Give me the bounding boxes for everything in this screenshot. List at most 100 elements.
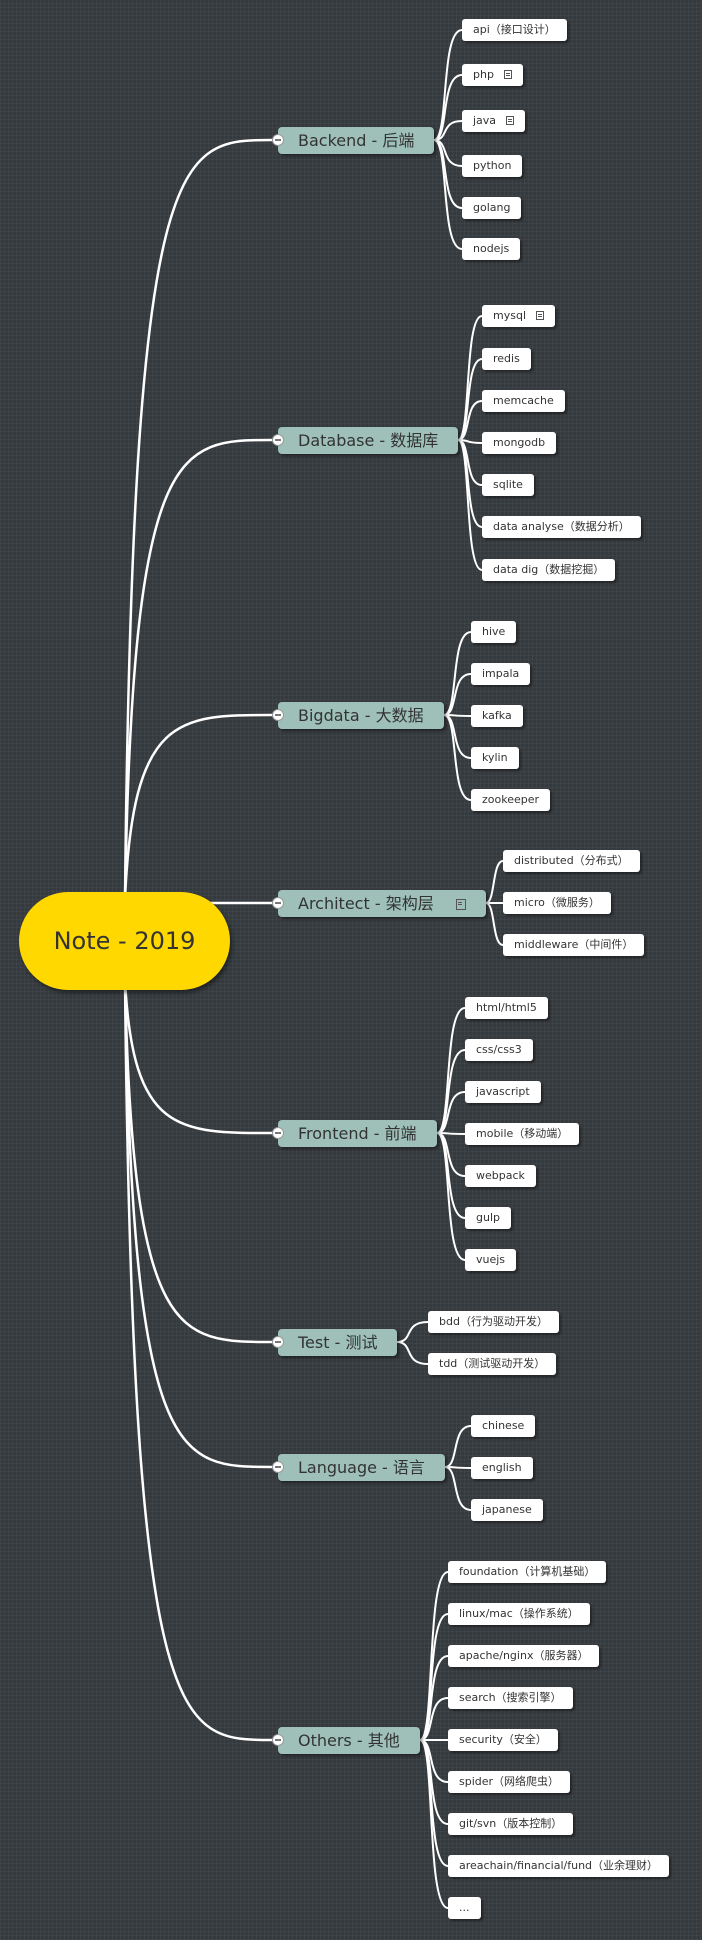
leaf-node-search[interactable]: search（搜索引擎）: [448, 1687, 573, 1709]
connector-line: [436, 1091, 466, 1134]
connector-line: [123, 978, 274, 1469]
leaf-node-label: mysql: [493, 309, 526, 322]
leaf-node-item[interactable]: ...: [448, 1897, 481, 1919]
leaf-node-impala[interactable]: impala: [471, 663, 531, 685]
leaf-node-data-dig[interactable]: data dig（数据挖掘）: [482, 559, 616, 581]
leaf-node-java[interactable]: java: [462, 110, 526, 132]
leaf-node-label: search（搜索引擎）: [459, 1691, 562, 1704]
leaf-node-redis[interactable]: redis: [482, 348, 531, 370]
leaf-node-label: areachain/financial/fund（业余理财）: [459, 1859, 659, 1872]
leaf-node-mobile[interactable]: mobile（移动端）: [465, 1123, 580, 1145]
branch-node-frontend[interactable]: Frontend - 前端: [278, 1120, 437, 1147]
collapse-toggle-icon[interactable]: [272, 134, 284, 146]
branch-node-bigdata[interactable]: Bigdata - 大数据: [278, 702, 444, 729]
note-icon[interactable]: [506, 116, 515, 125]
leaf-node-tdd[interactable]: tdd（测试驱动开发）: [428, 1353, 557, 1375]
leaf-node-zookeeper[interactable]: zookeeper: [471, 789, 551, 811]
leaf-node-webpack[interactable]: webpack: [465, 1165, 536, 1187]
connector-line: [433, 139, 463, 250]
leaf-node-bdd[interactable]: bdd（行为驱动开发）: [428, 1311, 559, 1333]
connector-line: [443, 714, 472, 759]
collapse-toggle-icon[interactable]: [272, 1336, 284, 1348]
leaf-node-kafka[interactable]: kafka: [471, 705, 523, 727]
leaf-node-nodejs[interactable]: nodejs: [462, 238, 521, 260]
leaf-node-label: english: [482, 1461, 522, 1474]
leaf-node-hive[interactable]: hive: [471, 621, 517, 643]
branch-node-test[interactable]: Test - 测试: [278, 1329, 398, 1356]
leaf-node-label: spider（网络爬虫）: [459, 1775, 560, 1788]
leaf-node-python[interactable]: python: [462, 155, 523, 177]
leaf-node-javascript[interactable]: javascript: [465, 1081, 541, 1103]
leaf-node-css-css3[interactable]: css/css3: [465, 1039, 533, 1061]
leaf-node-label: data dig（数据挖掘）: [493, 563, 605, 576]
leaf-node-gulp[interactable]: gulp: [465, 1207, 511, 1229]
collapse-toggle-icon[interactable]: [272, 897, 284, 909]
branch-node-backend[interactable]: Backend - 后端: [278, 127, 435, 154]
connector-line: [436, 1049, 466, 1134]
connector-line: [443, 631, 472, 716]
root-node[interactable]: Note - 2019: [19, 892, 230, 990]
leaf-node-label: memcache: [493, 394, 554, 407]
leaf-node-label: redis: [493, 352, 520, 365]
leaf-node-micro[interactable]: micro（微服务）: [503, 892, 611, 914]
branch-node-architect[interactable]: Architect - 架构层: [278, 890, 486, 917]
connector-line: [457, 400, 483, 441]
leaf-node-mysql[interactable]: mysql: [482, 305, 555, 327]
leaf-node-linux-mac[interactable]: linux/mac（操作系统）: [448, 1603, 590, 1625]
connector-line: [419, 1697, 449, 1741]
collapse-toggle-icon[interactable]: [272, 434, 284, 446]
connector-line: [436, 1132, 466, 1261]
leaf-node-kylin[interactable]: kylin: [471, 747, 519, 769]
connector-line: [123, 978, 274, 1135]
leaf-node-memcache[interactable]: memcache: [482, 390, 565, 412]
leaf-node-distributed[interactable]: distributed（分布式）: [503, 850, 640, 872]
leaf-node-middleware[interactable]: middleware（中间件）: [503, 934, 645, 956]
branch-node-others[interactable]: Others - 其他: [278, 1727, 420, 1754]
leaf-node-php[interactable]: php: [462, 64, 523, 86]
leaf-node-golang[interactable]: golang: [462, 197, 522, 219]
leaf-node-spider[interactable]: spider（网络爬虫）: [448, 1771, 571, 1793]
note-icon[interactable]: [455, 899, 466, 910]
leaf-node-label: data analyse（数据分析）: [493, 520, 630, 533]
leaf-node-label: japanese: [482, 1503, 532, 1516]
leaf-node-vuejs[interactable]: vuejs: [465, 1249, 517, 1271]
leaf-node-label: hive: [482, 625, 506, 638]
leaf-node-japanese[interactable]: japanese: [471, 1499, 543, 1521]
leaf-node-areachain-financial-fund[interactable]: areachain/financial/fund（业余理财）: [448, 1855, 670, 1877]
leaf-node-sqlite[interactable]: sqlite: [482, 474, 534, 496]
leaf-node-chinese[interactable]: chinese: [471, 1415, 536, 1437]
leaf-node-label: git/svn（版本控制）: [459, 1817, 563, 1830]
connector-line: [396, 1321, 429, 1343]
leaf-node-foundation[interactable]: foundation（计算机基础）: [448, 1561, 607, 1583]
connector-line: [396, 1341, 429, 1365]
leaf-node-html-html5[interactable]: html/html5: [465, 997, 548, 1019]
leaf-node-label: gulp: [476, 1211, 500, 1224]
leaf-node-label: kafka: [482, 709, 512, 722]
leaf-node-label: api（接口设计）: [473, 23, 556, 36]
leaf-node-apache-nginx[interactable]: apache/nginx（服务器）: [448, 1645, 600, 1667]
leaf-node-label: python: [473, 159, 512, 172]
collapse-toggle-icon[interactable]: [272, 1127, 284, 1139]
note-icon[interactable]: [536, 311, 544, 320]
leaf-node-git-svn[interactable]: git/svn（版本控制）: [448, 1813, 574, 1835]
leaf-node-data-analyse[interactable]: data analyse（数据分析）: [482, 516, 641, 538]
branch-node-label: Bigdata - 大数据: [298, 706, 424, 725]
collapse-toggle-icon[interactable]: [272, 1461, 284, 1473]
connector-line: [419, 1655, 449, 1741]
leaf-node-security[interactable]: security（安全）: [448, 1729, 558, 1751]
leaf-node-english[interactable]: english: [471, 1457, 533, 1479]
branch-node-database[interactable]: Database - 数据库: [278, 427, 459, 454]
leaf-node-label: apache/nginx（服务器）: [459, 1649, 589, 1662]
branch-node-language[interactable]: Language - 语言: [278, 1454, 445, 1481]
collapse-toggle-icon[interactable]: [272, 1734, 284, 1746]
leaf-node-api[interactable]: api（接口设计）: [462, 19, 567, 41]
collapse-toggle-icon[interactable]: [272, 709, 284, 721]
leaf-node-label: kylin: [482, 751, 508, 764]
leaf-node-label: middleware（中间件）: [514, 938, 634, 951]
leaf-node-mongodb[interactable]: mongodb: [482, 432, 557, 454]
note-icon[interactable]: [503, 70, 512, 79]
connector-line: [444, 1425, 472, 1468]
connector-line: [485, 902, 504, 946]
